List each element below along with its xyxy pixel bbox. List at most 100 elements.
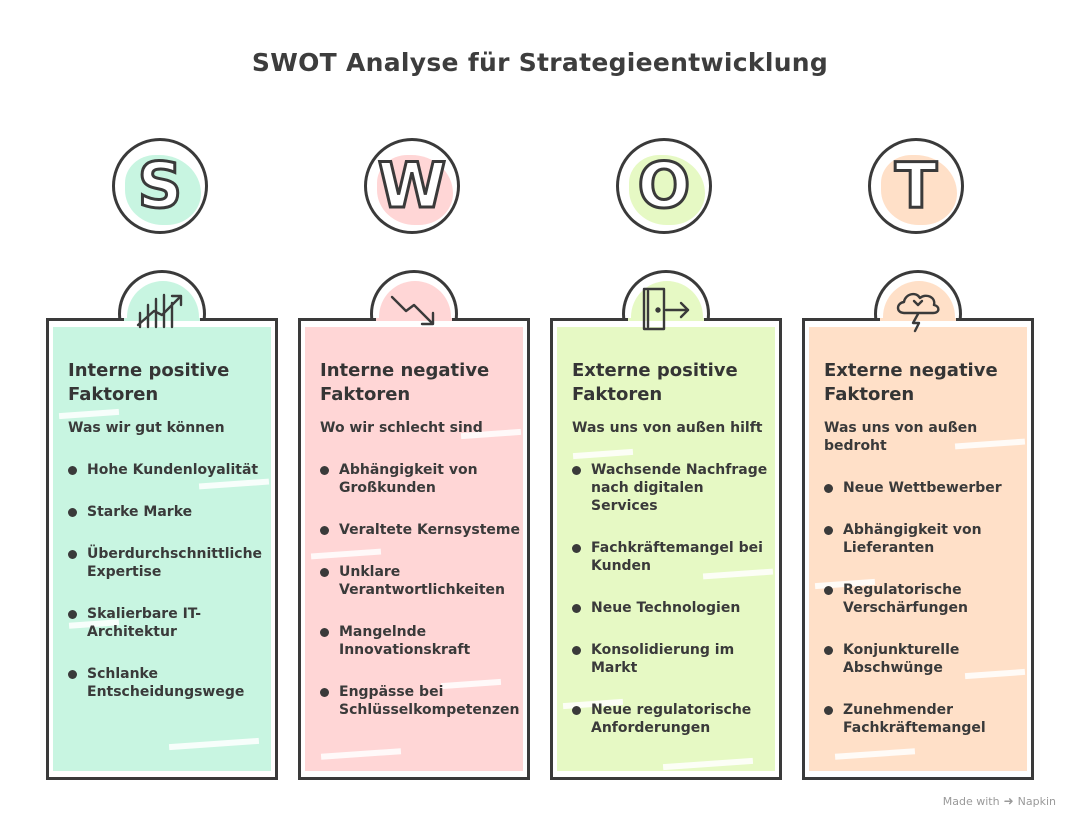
card-fill — [53, 327, 271, 771]
trend-down-arrow-icon — [384, 283, 444, 333]
item-label: Unklare Verantwortlichkeiten — [339, 564, 505, 598]
list-item: Unklare Verantwortlichkeiten — [320, 563, 520, 599]
card-fill — [557, 327, 775, 771]
color-wash — [125, 155, 201, 225]
card-fill — [305, 327, 523, 771]
swot-letter-circle-w: W — [364, 138, 460, 234]
list-item: Konjunkturelle Abschwünge — [824, 641, 1024, 677]
list-item: Mangelnde Innovationskraft — [320, 623, 520, 659]
bullet-icon — [572, 466, 581, 475]
color-wash — [881, 155, 957, 225]
napkin-logo-icon: ➜ — [1003, 794, 1014, 808]
bullet-icon — [572, 706, 581, 715]
bullet-icon — [68, 550, 77, 559]
card-content: Externe negative Faktoren Was uns von au… — [824, 359, 1024, 761]
item-label: Konjunkturelle Abschwünge — [843, 642, 960, 676]
item-label: Starke Marke — [87, 504, 193, 520]
item-label: Überdurchschnittliche Expertise — [87, 546, 263, 580]
item-label: Mangelnde Innovationskraft — [339, 624, 471, 658]
bullet-icon — [824, 586, 833, 595]
bullet-icon — [68, 610, 77, 619]
list-item: Überdurchschnittliche Expertise — [68, 545, 268, 581]
bullet-icon — [572, 646, 581, 655]
factor-list: Abhängigkeit von Großkunden Veraltete Ke… — [320, 461, 520, 719]
list-item: Starke Marke — [68, 503, 268, 521]
list-item: Abhängigkeit von Lieferanten — [824, 521, 1024, 557]
bullet-icon — [320, 466, 329, 475]
item-label: Neue Wettbewerber — [843, 480, 1002, 496]
made-with-footer: Made with ➜ Napkin — [943, 794, 1056, 808]
bullet-icon — [320, 568, 329, 577]
bullet-icon — [68, 466, 77, 475]
list-item: Zunehmender Fachkräftemangel — [824, 701, 1024, 737]
list-item: Engpässe bei Schlüsselkompetenzen — [320, 683, 520, 719]
bullet-icon — [320, 688, 329, 697]
factor-list: Wachsende Nachfrage nach digitalen Servi… — [572, 461, 772, 737]
swot-letter: O — [636, 149, 692, 222]
list-item: Neue Wettbewerber — [824, 479, 1024, 497]
storm-cloud-icon — [888, 283, 948, 333]
swot-card-opportunities: Externe positive Faktoren Was uns von au… — [550, 318, 782, 780]
badge-joint — [124, 318, 200, 321]
card-heading: Externe positive Faktoren — [572, 360, 738, 405]
bullet-icon — [572, 544, 581, 553]
item-label: Neue Technologien — [591, 600, 741, 616]
card-heading: Interne negative Faktoren — [320, 360, 490, 405]
swot-card-weaknesses: Interne negative Faktoren Wo wir schlech… — [298, 318, 530, 780]
made-with-label: Made with — [942, 794, 1000, 808]
badge-joint — [880, 318, 956, 321]
bullet-icon — [320, 526, 329, 535]
list-item: Regulatorische Verschärfungen — [824, 581, 1024, 617]
list-item: Konsolidierung im Markt — [572, 641, 772, 677]
swot-card-threats: Externe negative Faktoren Was uns von au… — [802, 318, 1034, 780]
list-item: Fachkräftemangel bei Kunden — [572, 539, 772, 575]
list-item: Hohe Kundenloyalität — [68, 461, 268, 479]
list-item: Schlanke Entscheidungswege — [68, 665, 268, 701]
item-label: Hohe Kundenloyalität — [87, 462, 259, 478]
swot-letter-circle-s: S — [112, 138, 208, 234]
card-content: Interne positive Faktoren Was wir gut kö… — [68, 359, 268, 725]
badge-joint — [628, 318, 704, 321]
item-label: Abhängigkeit von Großkunden — [339, 462, 478, 496]
card-heading: Interne positive Faktoren — [68, 360, 230, 405]
list-item: Neue Technologien — [572, 599, 772, 617]
swot-letter: S — [136, 149, 184, 222]
item-label: Abhängigkeit von Lieferanten — [843, 522, 982, 556]
swot-letter-circle-t: T — [868, 138, 964, 234]
list-item: Neue regulatorische Anforderungen — [572, 701, 772, 737]
factor-list: Hohe Kundenloyalität Starke Marke Überdu… — [68, 461, 268, 701]
color-wash — [377, 155, 453, 225]
item-label: Regulatorische Verschärfungen — [843, 582, 968, 616]
card-subtitle: Was uns von außen hilft — [572, 420, 763, 436]
factor-list: Neue Wettbewerber Abhängigkeit von Liefe… — [824, 479, 1024, 737]
door-exit-icon — [636, 283, 696, 333]
item-label: Wachsende Nachfrage nach digitalen Servi… — [591, 462, 768, 514]
brand-label: Napkin — [1017, 794, 1056, 808]
card-content: Externe positive Faktoren Was uns von au… — [572, 359, 772, 761]
swot-card-strengths: Interne positive Faktoren Was wir gut kö… — [46, 318, 278, 780]
card-content: Interne negative Faktoren Wo wir schlech… — [320, 359, 520, 743]
badge-joint — [376, 318, 452, 321]
item-label: Konsolidierung im Markt — [591, 642, 735, 676]
card-subtitle: Wo wir schlecht sind — [320, 420, 483, 436]
swot-letter: T — [893, 149, 938, 222]
card-heading: Externe negative Faktoren — [824, 360, 998, 405]
list-item: Veraltete Kernsysteme — [320, 521, 520, 539]
trend-up-chart-icon — [132, 283, 192, 333]
swot-letter: W — [376, 149, 447, 222]
page-title: SWOT Analyse für Strategieentwicklung — [251, 48, 829, 77]
item-label: Fachkräftemangel bei Kunden — [591, 540, 763, 574]
item-label: Engpässe bei Schlüsselkompetenzen — [339, 684, 520, 718]
card-subtitle: Was uns von außen bedroht — [824, 420, 978, 454]
bullet-icon — [824, 646, 833, 655]
item-label: Skalierbare IT-Architektur — [87, 606, 202, 640]
bullet-icon — [68, 670, 77, 679]
bullet-icon — [824, 706, 833, 715]
bullet-icon — [824, 526, 833, 535]
item-label: Zunehmender Fachkräftemangel — [843, 702, 986, 736]
card-fill — [809, 327, 1027, 771]
bullet-icon — [68, 508, 77, 517]
bullet-icon — [572, 604, 581, 613]
item-label: Schlanke Entscheidungswege — [87, 666, 245, 700]
item-label: Neue regulatorische Anforderungen — [591, 702, 752, 736]
